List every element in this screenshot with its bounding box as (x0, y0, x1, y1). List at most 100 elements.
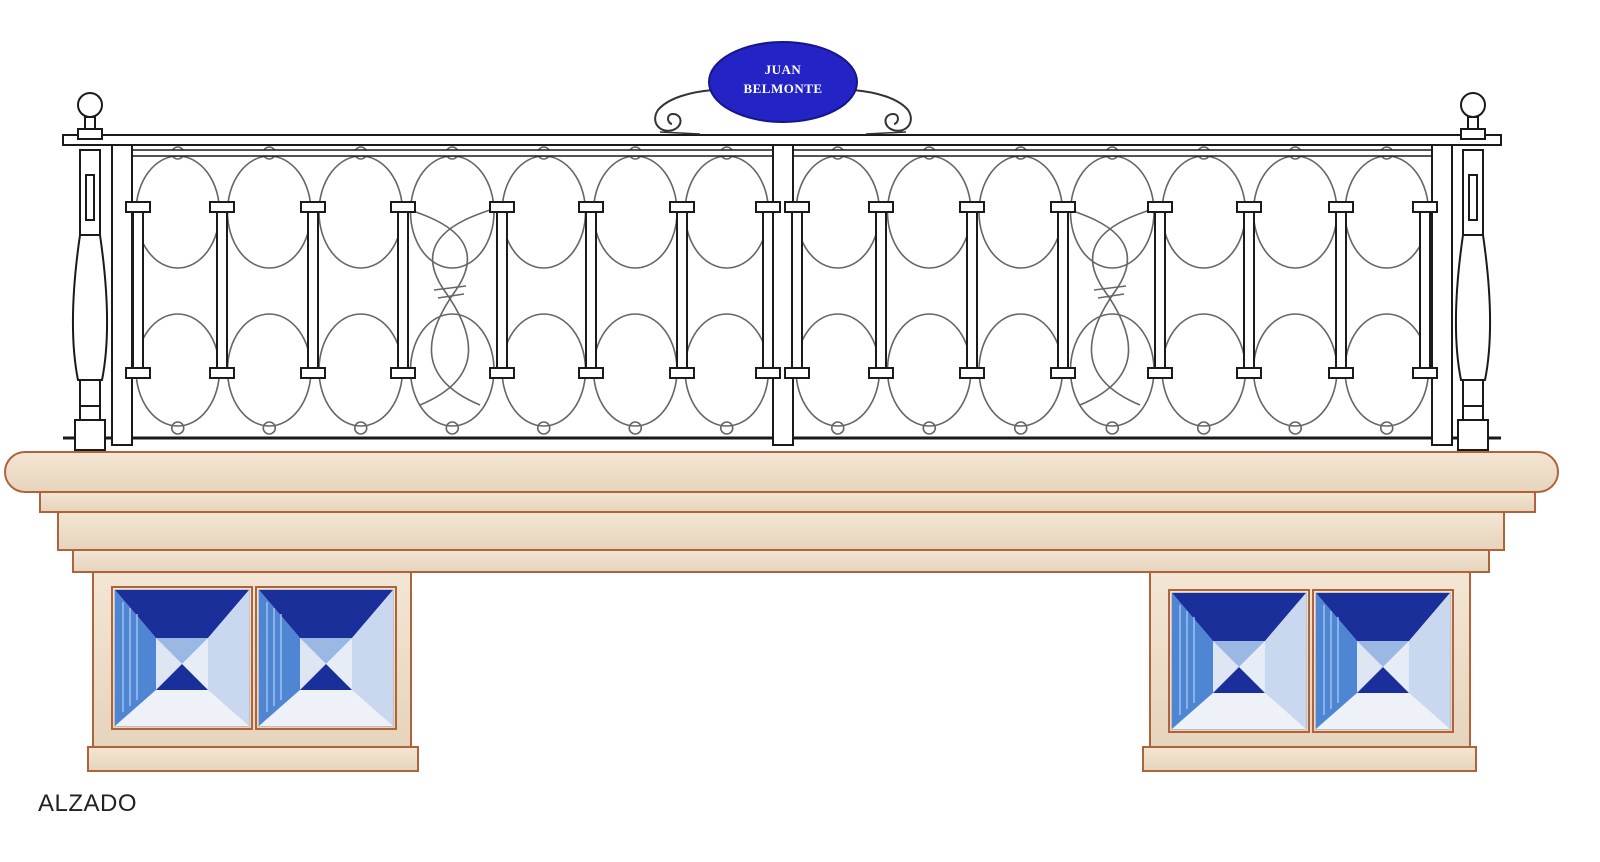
baluster-bar (585, 205, 597, 375)
tile-bevel-right (1265, 593, 1306, 729)
plaque-scroll-right (852, 89, 912, 132)
tile-bevel-top (115, 590, 249, 638)
baluster-bar (1057, 205, 1069, 375)
newel-post-right (1454, 92, 1492, 451)
baluster-foot (1050, 367, 1076, 379)
tile-frame (1168, 589, 1310, 733)
baluster-cap (489, 201, 515, 213)
ornament-loop-lower (1161, 313, 1247, 427)
ornament-ring-bottom (1379, 421, 1394, 435)
ornament-ring-bottom (170, 421, 185, 435)
baluster-foot (578, 367, 604, 379)
baluster-cap (959, 201, 985, 213)
ornament-loop-upper (1069, 155, 1155, 269)
newel-post-left (71, 92, 109, 451)
railing-post-3 (1431, 144, 1453, 446)
baluster-7 (669, 201, 695, 379)
baluster-cap (868, 201, 894, 213)
tile-center-right (182, 638, 208, 690)
newel-vase (71, 234, 109, 381)
ornament-s-scroll-left (409, 209, 481, 406)
tile-frame (1312, 589, 1454, 733)
ornament-loop-lower (1252, 313, 1338, 427)
tile-bevel-top (1316, 593, 1450, 641)
plaque-text-line-1: JUAN (765, 62, 802, 77)
ornament-ring-bottom (1105, 421, 1120, 435)
baluster-bar (307, 205, 319, 375)
ornament-ring-bottom (922, 421, 937, 435)
baluster-bar (216, 205, 228, 375)
right-pedestal-base (1142, 746, 1477, 772)
baluster-12 (1050, 201, 1076, 379)
tile-panels (111, 586, 1454, 733)
newel-base (1457, 419, 1489, 451)
tile-bevel-top (259, 590, 393, 638)
tile-3 (1168, 589, 1310, 733)
tile-bevel-bottom (1316, 693, 1450, 729)
newel-lower (79, 379, 101, 407)
tile-2 (255, 586, 397, 730)
newel-base (74, 419, 106, 451)
iron-railing (62, 92, 1502, 451)
newel-lower (1462, 379, 1484, 407)
ornament-loop-upper (1161, 155, 1247, 269)
baluster-foot (868, 367, 894, 379)
baluster-foot (959, 367, 985, 379)
baluster-foot (784, 367, 810, 379)
stone-molding-2 (57, 511, 1505, 551)
newel-slot (1468, 174, 1478, 221)
baluster-5 (489, 201, 515, 379)
baluster-foot (669, 367, 695, 379)
ornament-s-scroll-left-collar (433, 285, 467, 299)
baluster-cap (755, 201, 781, 213)
tile-center-top (1357, 641, 1409, 667)
tile-4 (1312, 589, 1454, 733)
stone-molding-1 (39, 491, 1536, 513)
ornament-loop-upper (409, 155, 495, 269)
baluster-bar (1243, 205, 1255, 375)
newel-neck (84, 116, 96, 130)
ornament-s-scroll-left-mirror (419, 209, 491, 406)
tile-bevel-top (1172, 593, 1306, 641)
tile-center-right (1383, 641, 1409, 693)
newel-neck (1467, 116, 1479, 130)
baluster-9 (784, 201, 810, 379)
baluster-bar (1419, 205, 1431, 375)
ornament-ring-bottom (1288, 421, 1303, 435)
tile-bevel-right (208, 590, 249, 726)
baluster-foot (1236, 367, 1262, 379)
plaque-scroll-left (654, 89, 714, 132)
newel-plinth (79, 405, 101, 421)
ornament-loop-lower (592, 313, 678, 427)
baluster-cap (125, 201, 151, 213)
stone-molding-3 (72, 549, 1490, 573)
newel-collar (77, 128, 103, 140)
tile-bevel-right (1409, 593, 1450, 729)
baluster-10 (868, 201, 894, 379)
tile-frame (111, 586, 253, 730)
tile-center-bottom (1213, 667, 1265, 693)
baluster-bar (791, 205, 803, 375)
baluster-foot (1147, 367, 1173, 379)
baluster-6 (578, 201, 604, 379)
drawing-caption: ALZADO (38, 790, 138, 817)
ornament-ring-bottom (719, 421, 734, 435)
tile-center-left (156, 638, 182, 690)
tile-center-bottom (300, 664, 352, 690)
ornament-ring-bottom (830, 421, 845, 435)
ornament-s-scroll-right-mirror (1079, 209, 1151, 406)
tile-bevel-left (1316, 593, 1357, 729)
tile-center-right (326, 638, 352, 690)
newel-plinth (1462, 405, 1484, 421)
ornament-loop-lower (1069, 313, 1155, 427)
baluster-foot (390, 367, 416, 379)
baluster-bar (875, 205, 887, 375)
baluster-bar (1335, 205, 1347, 375)
tile-frame (255, 586, 397, 730)
baluster-2 (209, 201, 235, 379)
tile-center-left (1357, 641, 1383, 693)
baluster-8 (755, 201, 781, 379)
baluster-4 (390, 201, 416, 379)
newel-vase (1454, 234, 1492, 381)
railing-post-1 (111, 144, 133, 446)
